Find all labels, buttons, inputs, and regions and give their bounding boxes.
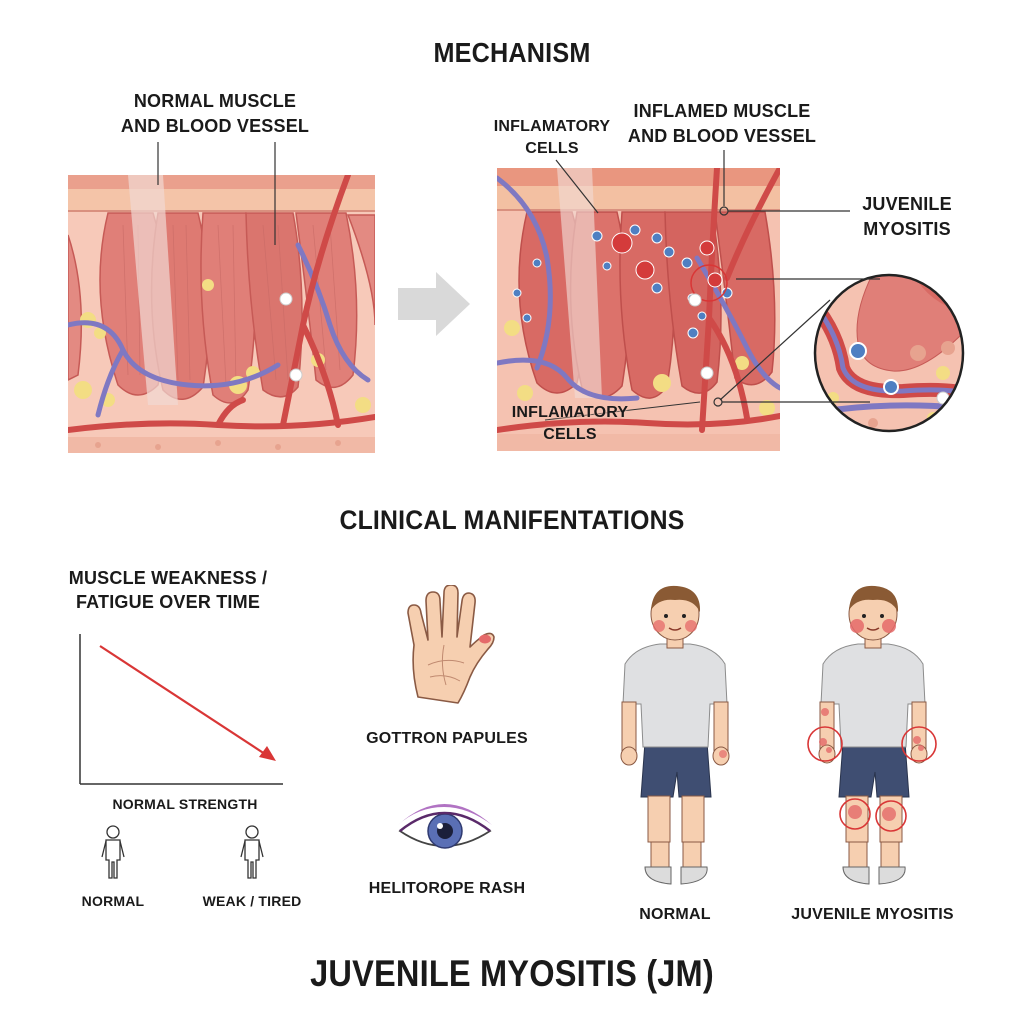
gottron-papule-icon [479, 634, 491, 644]
normal-muscle-label-line1: NORMAL MUSCLE [133, 91, 297, 111]
normal-tendon [128, 175, 178, 405]
normal-muscle-label-line2: AND BLOOD VESSEL [120, 116, 310, 136]
gottron-papules-label: GOTTRON PAPULES [366, 730, 528, 747]
inflammatory-cells-bottom-line2: CELLS [543, 426, 597, 443]
hand-illustration [396, 585, 496, 715]
inflammatory-cells [512, 224, 733, 339]
person-weak-icon [237, 825, 267, 880]
child-normal-illustration [615, 582, 735, 892]
child-normal-shirt [622, 643, 728, 748]
inflamed-highlight-circle [690, 264, 728, 302]
juvenile-myositis-label-line1: JUVENILE [862, 194, 952, 214]
child-normal-shorts [640, 741, 712, 798]
inflamed-muscle-label-line2: AND BLOOD VESSEL [627, 126, 817, 146]
inflamed-muscle-label-line1: INFLAMED MUSCLE [633, 101, 811, 121]
person-weak-label: WEAK / TIRED [202, 893, 302, 909]
normal-tissue-panel [68, 175, 375, 453]
juvenile-myositis-label-line2: MYOSITIS [863, 219, 951, 239]
weakness-label-line1: MUSCLE WEAKNESS / [68, 568, 268, 588]
mechanism-title: MECHANISM [433, 37, 591, 68]
hand-outline [407, 585, 495, 704]
weakness-label-line2: FATIGUE OVER TIME [75, 592, 261, 612]
affected-joint-circles [807, 726, 937, 832]
eye-illustration [396, 795, 494, 859]
child-jm-label: JUVENILE MYOSITIS [791, 906, 954, 923]
clinical-title: CLINICAL MANIFENTATIONS [339, 505, 685, 535]
person-normal-label: NORMAL [81, 893, 145, 909]
cheek-rash-icon [653, 620, 665, 632]
decline-arrowhead [259, 746, 276, 761]
normal-skin-surface [68, 175, 375, 189]
inflammatory-cells-top-line1: INFLAMATORY [493, 118, 611, 135]
normal-skin-dermis [68, 189, 375, 211]
normal-strength-label: NORMAL STRENGTH [112, 796, 258, 812]
person-normal-icon [98, 825, 128, 880]
progression-arrow [398, 272, 470, 336]
inflammatory-cells-bottom-line1: INFLAMATORY [511, 404, 629, 421]
footer-title: JUVENILE MYOSITIS (JM) [310, 953, 714, 994]
rash-spots-icon [819, 708, 924, 821]
normal-arteries [68, 175, 375, 433]
weakness-chart [78, 632, 288, 792]
weakness-decline-line [99, 645, 269, 757]
zoom-inset [813, 273, 965, 433]
child-jm-illustration [803, 582, 943, 892]
inflammatory-cells-top-line2: CELLS [525, 140, 579, 157]
child-jm-figure [807, 585, 937, 885]
heliotrope-rash-label: HELITOROPE RASH [368, 880, 526, 897]
normal-muscle-bundles [68, 212, 375, 404]
normal-veins [68, 242, 371, 418]
heliotrope-rash-icon [398, 804, 492, 825]
child-normal-figure [620, 585, 730, 885]
child-normal-label: NORMAL [639, 906, 711, 923]
